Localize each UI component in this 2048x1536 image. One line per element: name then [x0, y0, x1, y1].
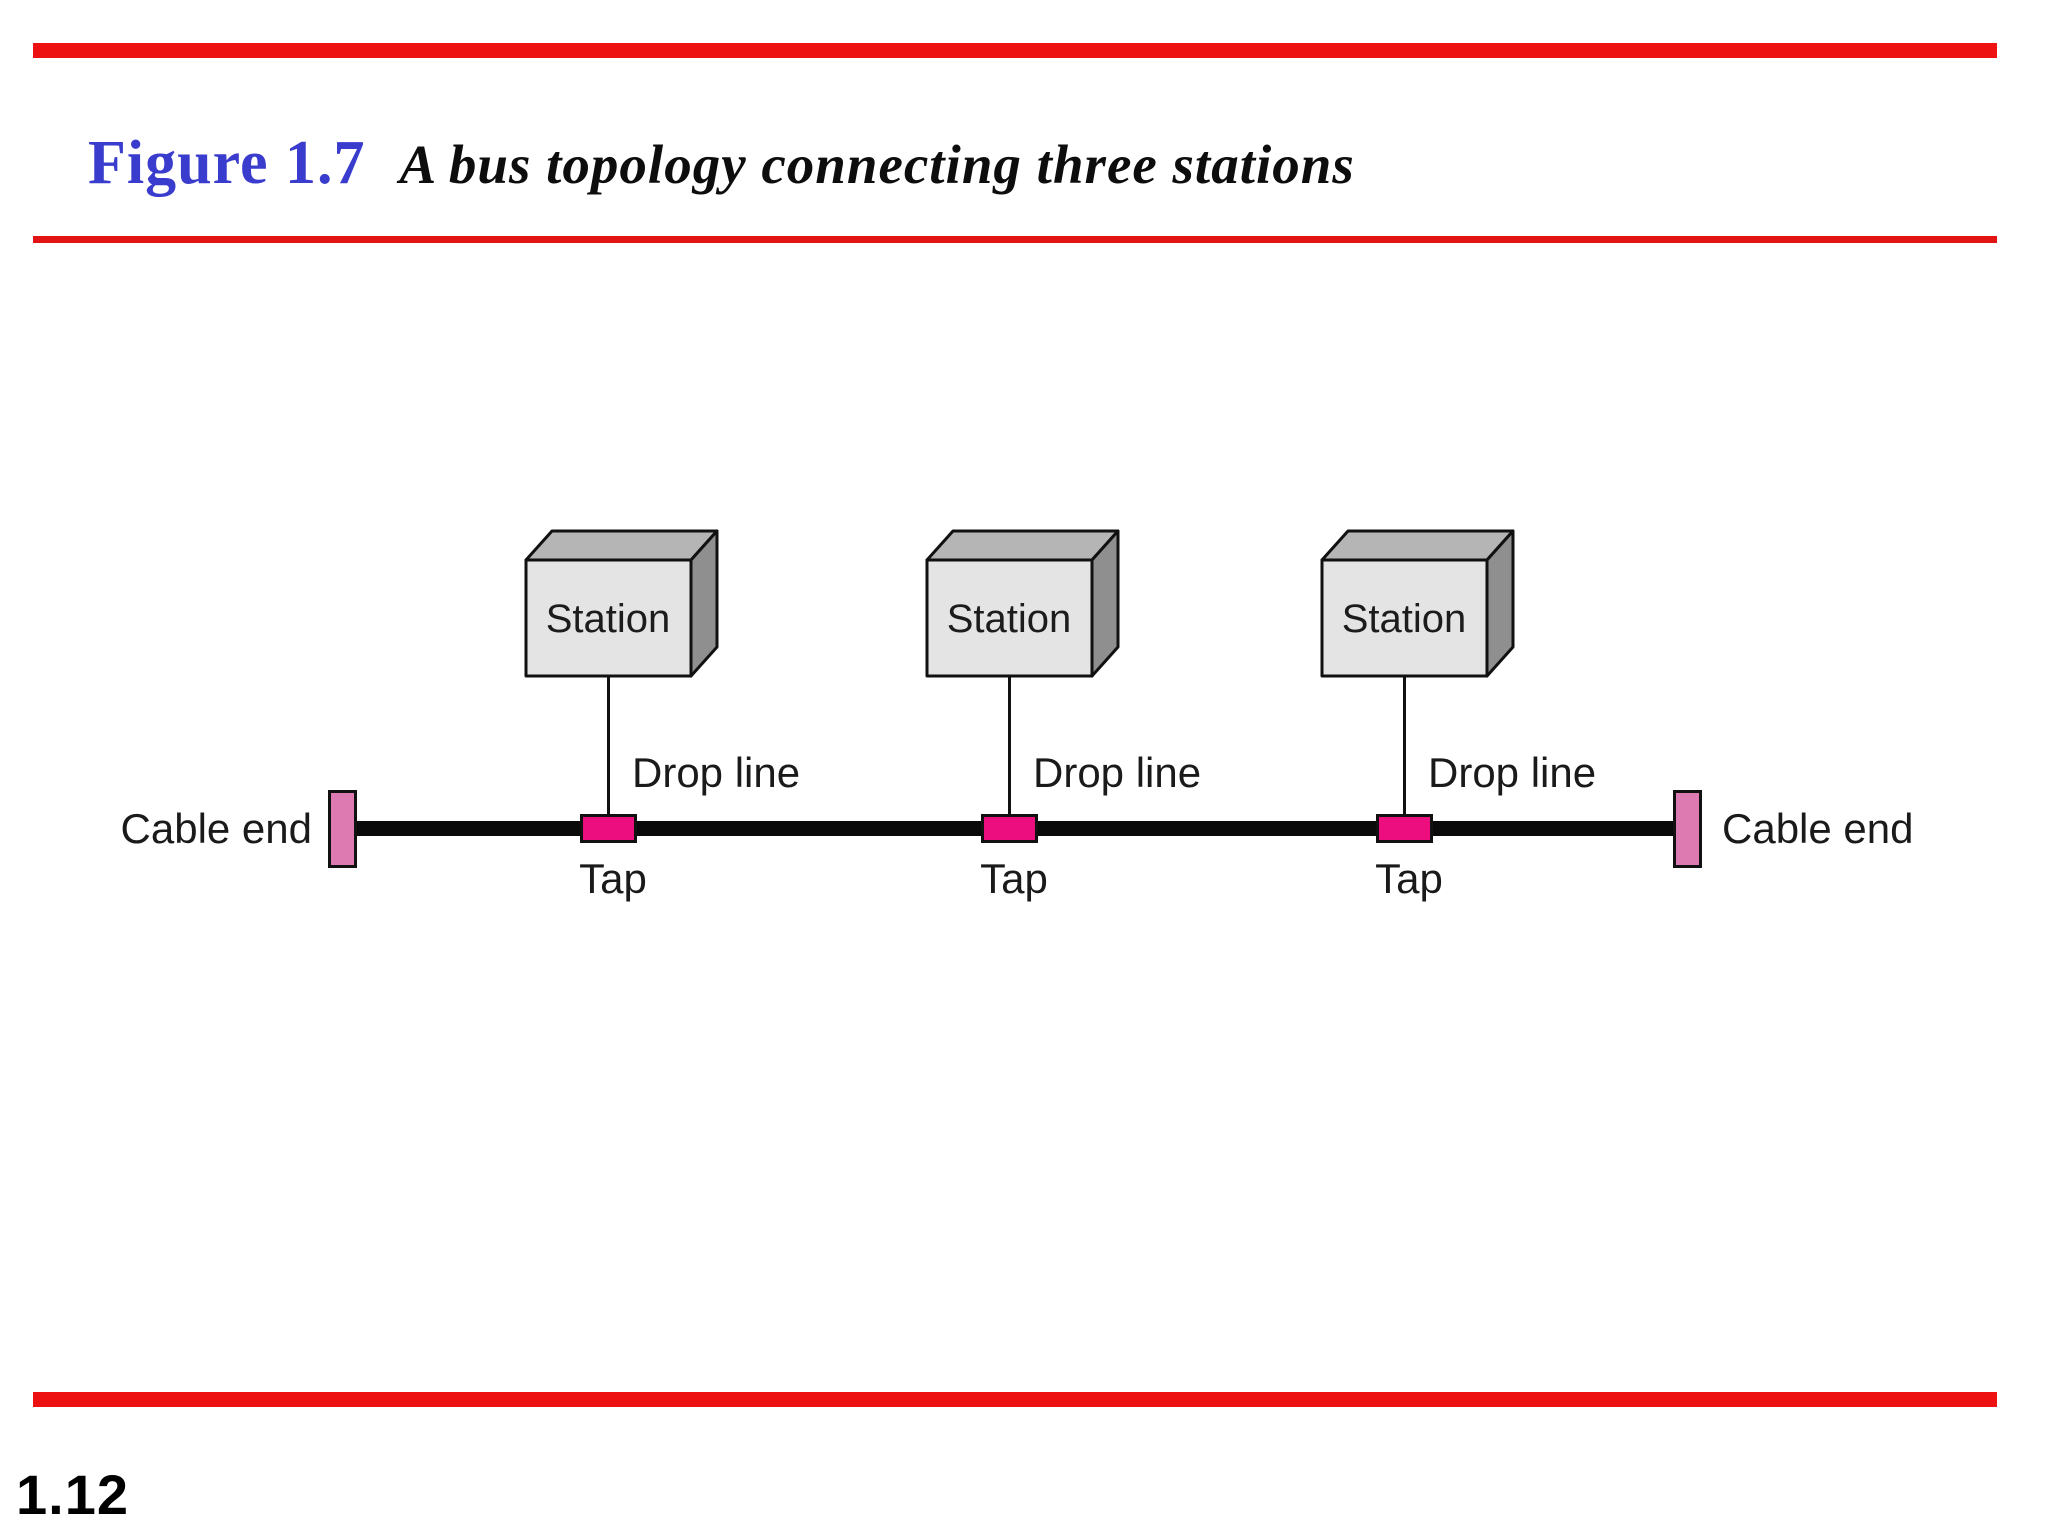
station-box-top-face [524, 529, 718, 562]
page-number: 1.12 [16, 1463, 129, 1526]
tap-label: Tap [579, 855, 647, 902]
station-box-3d: Station [524, 529, 718, 678]
title-underline-rule [33, 236, 1997, 243]
tap-label: Tap [1375, 855, 1443, 902]
figure-caption: A bus topology connecting three stations [399, 134, 1355, 195]
station-box-3d: Station [1320, 529, 1514, 678]
station-box-3d: Station [925, 529, 1119, 678]
drop-line [606, 676, 610, 816]
tap-connector [1375, 814, 1433, 843]
drop-line [1007, 676, 1011, 816]
station-box-front-face [1320, 558, 1488, 678]
bottom-red-rule [33, 1392, 1997, 1407]
drop-line-label: Drop line [1428, 749, 1597, 796]
tap-label: Tap [980, 855, 1048, 902]
cable-end-label-right: Cable end [1722, 805, 1914, 852]
top-red-rule [33, 43, 1997, 58]
cable-end-label-left: Cable end [120, 805, 312, 852]
drop-line [1402, 676, 1406, 816]
tap-connector [579, 814, 637, 843]
station-box-front-face [925, 558, 1093, 678]
station-box-front-face [524, 558, 692, 678]
figure-title-row: Figure 1.7 A bus topology connecting thr… [88, 128, 1355, 199]
drop-line-label: Drop line [1033, 749, 1202, 796]
station-box-top-face [925, 529, 1119, 562]
cable-end-terminator-right [1673, 790, 1702, 868]
cable-end-terminator-left [328, 790, 357, 868]
figure-number-label: Figure 1.7 [88, 129, 366, 197]
drop-line-label: Drop line [632, 749, 801, 796]
station-label: Station [1341, 597, 1466, 641]
tap-connector [980, 814, 1038, 843]
station-box-top-face [1320, 529, 1514, 562]
station-label: Station [946, 597, 1071, 641]
station-label: Station [545, 597, 670, 641]
